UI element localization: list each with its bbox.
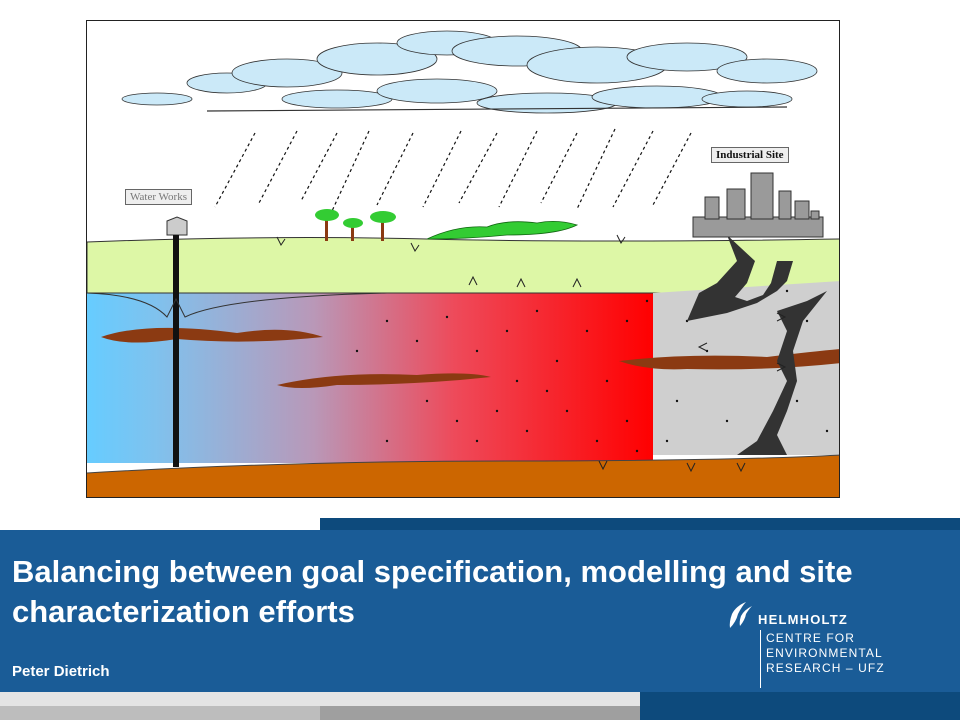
- footer-band-light: [0, 706, 320, 720]
- logo-name: HELMHOLTZ: [758, 612, 848, 627]
- industrial-site-label: Industrial Site: [711, 147, 789, 163]
- author-name: Peter Dietrich: [12, 663, 110, 680]
- logo-line-3: RESEARCH – UFZ: [766, 661, 885, 675]
- logo-subtitle: CENTRE FOR ENVIRONMENTAL RESEARCH – UFZ: [766, 631, 885, 676]
- helmholtz-logo-icon: [729, 602, 752, 628]
- flow-arrows: [276, 234, 787, 473]
- footer-band-mid: [320, 706, 640, 720]
- water-works-label: Water Works: [125, 189, 192, 205]
- site-cross-section-figure: Water Works Industrial Site: [86, 20, 840, 498]
- logo-line-2: ENVIRONMENTAL: [766, 646, 883, 660]
- clouds: [121, 30, 818, 114]
- rain: [214, 128, 692, 212]
- logo-line-1: CENTRE FOR: [766, 631, 855, 645]
- trees: [315, 209, 579, 241]
- contaminant-dots: [355, 289, 829, 453]
- title-panel: [0, 530, 960, 692]
- slide-title: Balancing between goal specification, mo…: [12, 554, 853, 629]
- title-band-accent: [320, 518, 960, 530]
- cross-section-drawing: [87, 30, 839, 497]
- logo-divider: [760, 630, 761, 688]
- helmholtz-logo: HELMHOLTZ CENTRE FOR ENVIRONMENTAL RESEA…: [724, 600, 944, 690]
- footer-band-right: [640, 692, 960, 720]
- industrial-plant: [692, 172, 824, 238]
